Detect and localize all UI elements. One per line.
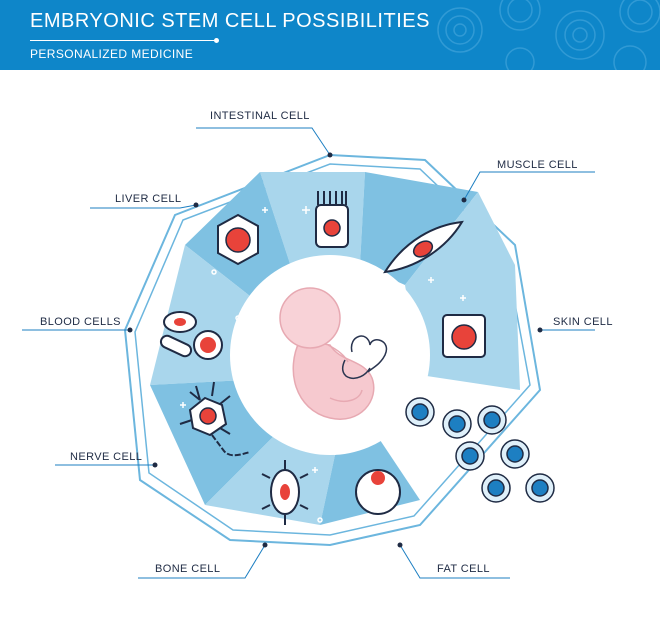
embryo-icon [279,287,388,420]
label-intestinal-cell: INTESTINAL CELL [210,110,310,122]
title-underline [30,40,216,41]
label-bone-cell: BONE CELL [155,563,221,575]
title-underline-dot [214,38,219,43]
segment-nerve [150,380,275,505]
stem-cells-cluster-icon [405,397,555,503]
blood-cells-icon [159,311,223,360]
nerve-cell-icon [179,381,251,457]
bone-cell-icon [261,460,309,525]
label-fat-cell: FAT CELL [437,563,490,575]
fat-cell-icon [355,469,401,515]
label-nerve-cell: NERVE CELL [70,451,143,463]
page-title: EMBRYONIC STEM CELL POSSIBILITIES [30,10,430,32]
label-liver-cell: LIVER CELL [115,193,182,205]
callout-lines [22,127,595,579]
header-banner: EMBRYONIC STEM CELL POSSIBILITIES PERSON… [0,0,660,70]
liver-cell-icon [217,213,259,266]
segment-bone [205,435,335,525]
label-muscle-cell: MUSCLE CELL [497,159,578,171]
skin-cell-icon [442,314,486,358]
label-blood-cells: BLOOD CELLS [40,316,121,328]
page-subtitle: PERSONALIZED MEDICINE [30,47,194,61]
callout-dots [127,152,543,548]
sparkle-decorations-icon [180,206,466,523]
label-skin-cell: SKIN CELL [553,316,613,328]
stem-cell-diagram [22,127,595,579]
segment-muscle [360,172,478,285]
muscle-cell-icon [383,220,464,274]
segment-skin [405,192,520,390]
header-circle-pattern-icon [437,0,660,70]
intestinal-cell-icon [315,191,349,248]
